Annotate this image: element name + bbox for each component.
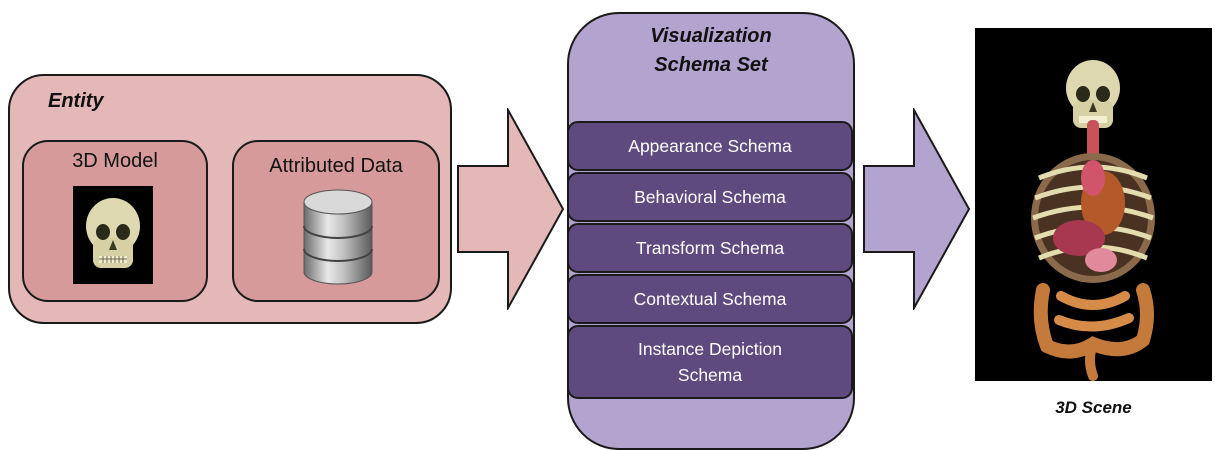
skull-icon — [73, 186, 153, 284]
appearance-schema: Appearance Schema — [567, 121, 853, 171]
entity-title: Entity — [48, 90, 104, 112]
model-label: 3D Model — [72, 150, 158, 172]
contextual-schema: Contextual Schema — [567, 274, 853, 324]
instance-depiction-line2: Schema — [677, 365, 743, 385]
attributed-data-label: Attributed Data — [269, 155, 403, 177]
scene-caption: 3D Scene — [1055, 398, 1132, 417]
behavioral-schema: Behavioral Schema — [567, 172, 853, 222]
anatomy-icon — [975, 28, 1212, 381]
instance-depiction-line1: Instance Depiction — [638, 339, 782, 359]
instance-depiction-schema: Instance Depiction Schema — [567, 325, 853, 399]
transform-schema: Transform Schema — [567, 223, 853, 273]
visualization-title: Visualization Schema Set — [567, 22, 855, 80]
database-icon — [298, 188, 378, 288]
arrow-right-icon — [456, 106, 566, 312]
arrow-right-icon — [862, 106, 972, 312]
visualization-title-line1: Visualization — [650, 25, 772, 47]
visualization-title-line2: Schema Set — [654, 54, 768, 76]
